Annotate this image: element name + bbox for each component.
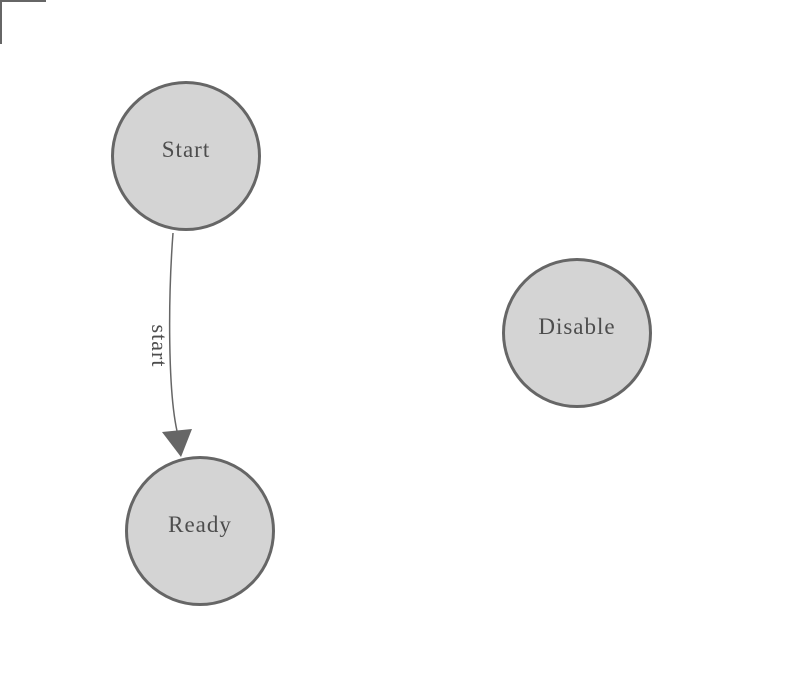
state-node-start[interactable]: Start	[111, 81, 261, 231]
transition-edge-start-ready[interactable]	[168, 232, 178, 432]
edge-label-start[interactable]: start	[147, 324, 172, 368]
state-node-start-label: Start	[161, 137, 211, 162]
state-node-ready[interactable]: Ready	[125, 456, 275, 606]
canvas-corner-mark	[0, 0, 46, 44]
state-node-ready-label: Ready	[168, 512, 232, 537]
state-node-disable[interactable]: Disable	[502, 258, 652, 408]
state-node-disable-label: Disable	[538, 314, 616, 339]
arrowhead-icon	[162, 429, 192, 457]
